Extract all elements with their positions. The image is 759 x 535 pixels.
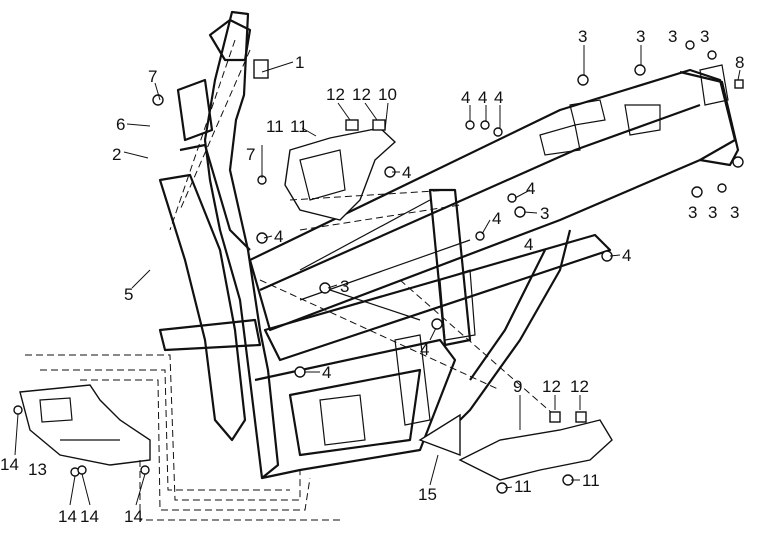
callout-7: 7 [148, 67, 157, 86]
callout-5: 5 [124, 285, 133, 304]
callout-12: 12 [326, 85, 345, 104]
callout-4: 4 [274, 227, 283, 246]
callout-2: 2 [112, 145, 121, 164]
callout-3: 3 [708, 203, 717, 222]
callout-4: 4 [492, 209, 501, 228]
callout-4: 4 [478, 88, 487, 107]
callout-8: 8 [735, 53, 744, 72]
callout-14: 14 [58, 507, 77, 526]
callout-3: 3 [636, 27, 645, 46]
callout-12: 12 [352, 85, 371, 104]
callout-14: 14 [0, 455, 19, 474]
callout-3: 3 [578, 27, 587, 46]
callout-4: 4 [322, 363, 331, 382]
callout-12: 12 [570, 377, 589, 396]
callout-9: 9 [513, 377, 522, 396]
callout-14: 14 [80, 507, 99, 526]
callout-1: 1 [295, 53, 304, 72]
bracket-part-9 [458, 419, 613, 481]
leader-lines [14, 45, 741, 506]
callout-4: 4 [420, 340, 429, 359]
plate-part-15 [418, 413, 461, 457]
callout-3: 3 [540, 204, 549, 223]
callout-13: 13 [28, 460, 47, 479]
callout-10: 10 [378, 85, 397, 104]
callout-4: 4 [526, 179, 535, 198]
callout-4: 4 [461, 88, 470, 107]
callout-7: 7 [246, 145, 255, 164]
dashed-guides [25, 39, 561, 521]
callout-labels: 1 2 3 3 3 3 3 3 3 3 3 4 4 4 4 4 4 4 4 4 … [0, 27, 744, 526]
callout-3: 3 [688, 203, 697, 222]
callout-3: 3 [730, 203, 739, 222]
callout-4: 4 [494, 88, 503, 107]
main-frame [158, 10, 740, 480]
callout-14: 14 [124, 507, 143, 526]
callout-4: 4 [402, 163, 411, 182]
callout-11: 11 [514, 477, 532, 496]
callout-4: 4 [622, 246, 631, 265]
callout-11: 11 [582, 471, 600, 490]
bracket-part-10 [284, 127, 397, 221]
fasteners [13, 40, 744, 494]
callout-3: 3 [700, 27, 709, 46]
callout-3: 3 [668, 27, 677, 46]
callout-11: 11 [290, 117, 308, 136]
callout-4: 4 [524, 235, 533, 254]
callout-11: 11 [266, 117, 284, 136]
callout-6: 6 [116, 115, 125, 134]
skid-plate-part-13 [19, 384, 151, 466]
callout-15: 15 [418, 485, 437, 504]
callout-3: 3 [340, 277, 349, 296]
callout-12: 12 [542, 377, 561, 396]
